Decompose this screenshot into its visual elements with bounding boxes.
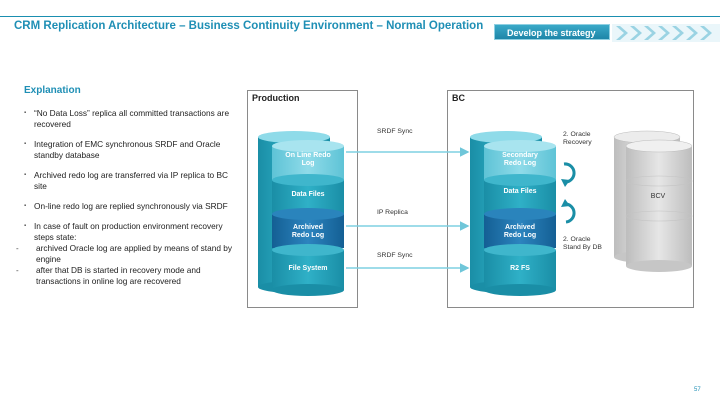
production-title: Production: [252, 93, 300, 103]
bc-data-files-label: Data Files: [503, 188, 537, 195]
ip-replica-label: IP Replica: [377, 209, 408, 216]
bcv-cylinders: [613, 130, 693, 272]
explanation-bullet: In case of fault on production environme…: [24, 221, 234, 243]
production-file-system-label: File System: [288, 265, 328, 272]
srdf-sync-bottom-label: SRDF Sync: [377, 252, 413, 259]
header-rule: [0, 16, 720, 17]
explanation-bullet: On-line redo log are replied synchronous…: [24, 201, 234, 212]
bcv-label: BCV: [650, 193, 666, 200]
bc-secondary-redo-label: Secondary Redo Log: [502, 152, 538, 167]
explanation-bullet: “No Data Loss” replica all committed tra…: [24, 108, 234, 130]
chevron-arrows-icon: [612, 24, 720, 42]
explanation-bullet: Integration of EMC synchronous SRDF and …: [24, 139, 234, 161]
production-stack-front: [272, 140, 344, 296]
page-title: CRM Replication Architecture – Business …: [14, 20, 484, 32]
production-online-redo-label: On Line Redo Log: [285, 152, 331, 167]
explanation-bullet: Archived redo log are transferred via IP…: [24, 170, 234, 192]
explanation-list: “No Data Loss” replica all committed tra…: [16, 108, 234, 287]
explanation-sub-bullet: archived Oracle log are applied by means…: [16, 243, 234, 265]
strategy-tag: Develop the strategy: [494, 24, 610, 40]
production-archived-redo-label: Archived Redo Log: [291, 224, 325, 239]
oracle-recovery-label: 2. Oracle Recovery: [563, 131, 592, 146]
standby-curve-arrow-icon: [561, 199, 576, 224]
bc-archived-redo-label: Archived Redo Log: [503, 224, 537, 239]
srdf-sync-top-label: SRDF Sync: [377, 128, 413, 135]
bc-stack-front: [484, 140, 556, 296]
explanation-sub-bullet: after that DB is started in recovery mod…: [16, 265, 234, 287]
bc-r2-fs-label: R2 FS: [510, 265, 530, 272]
explanation-title: Explanation: [24, 85, 81, 96]
production-data-files-label: Data Files: [291, 191, 325, 198]
recovery-curve-arrow-icon: [561, 162, 576, 187]
oracle-standby-label: 2. Oracle Stand By DB: [563, 236, 602, 251]
page-number: 57: [694, 387, 701, 393]
bc-title: BC: [452, 93, 465, 103]
